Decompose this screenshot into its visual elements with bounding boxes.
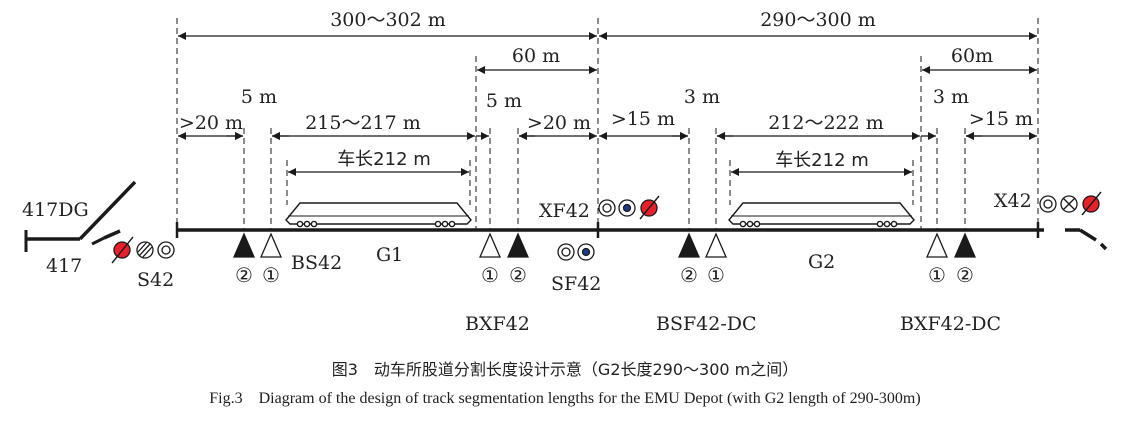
num-bxf42dc-2: ② xyxy=(956,263,974,287)
device-bs42-1-open-triangle xyxy=(260,232,282,258)
num-bxf42-1: ① xyxy=(481,263,499,287)
label-x42: X42 xyxy=(994,190,1032,212)
num-bsf42dc-1: ① xyxy=(707,263,725,287)
signal-s42 xyxy=(111,236,175,264)
label-bxf42: BXF42 xyxy=(465,313,530,335)
label-417dg: 417DG xyxy=(22,199,89,221)
device-bxf42-1-open-triangle xyxy=(479,232,501,258)
device-bxf42-2-filled-triangle xyxy=(507,232,529,258)
train-g1-body xyxy=(285,202,472,225)
main-track xyxy=(24,180,1108,252)
dim-g2-60m: 60m xyxy=(951,45,993,67)
signal-x42 xyxy=(1039,191,1102,216)
label-sf42: SF42 xyxy=(551,273,601,295)
switch-417-curve xyxy=(103,229,121,240)
train-g2 xyxy=(728,202,915,228)
label-417: 417 xyxy=(46,255,82,277)
dimension-labels: 300～302 m 290～300 m 60 m 60m 5 m 5 m 3 m… xyxy=(179,9,1033,171)
label-bxf42-dc: BXF42-DC xyxy=(900,313,1001,335)
dim-g1-gt20-right: >20 m xyxy=(527,112,591,134)
dim-g1-60m: 60 m xyxy=(512,45,560,67)
num-bs42-1: ① xyxy=(262,263,280,287)
label-xf42: XF42 xyxy=(539,200,590,222)
dim-g1-length: 215～217 m xyxy=(305,112,421,134)
label-bs42: BS42 xyxy=(291,252,342,274)
switch-417-stub xyxy=(91,236,105,246)
device-bsf42dc-1-open-triangle xyxy=(705,232,727,258)
dim-g2-gt15: >15 m xyxy=(611,108,675,130)
dim-g1-5m-left: 5 m xyxy=(241,86,277,108)
dim-g2-train: 车长212 m xyxy=(775,150,869,171)
switch-417dg-diverge xyxy=(78,180,137,241)
dim-g2-gt15-right: >15 m xyxy=(969,108,1033,130)
num-bsf42dc-2: ② xyxy=(680,263,698,287)
figure-caption-en: Fig.3 Diagram of the design of track seg… xyxy=(209,390,921,407)
label-g1: G1 xyxy=(376,244,403,266)
devices xyxy=(233,232,976,258)
dim-g1-5m-right: 5 m xyxy=(486,90,522,112)
device-bxf42dc-2-filled-triangle xyxy=(954,232,976,258)
dimension-arrows xyxy=(178,32,1037,176)
train-g2-body xyxy=(728,202,915,225)
dim-top-right: 290～300 m xyxy=(760,9,876,31)
num-bxf42dc-1: ① xyxy=(928,263,946,287)
dim-g2-length: 212～222 m xyxy=(768,112,884,134)
dim-g2-3m-right: 3 m xyxy=(933,86,969,108)
device-bsf42dc-2-filled-triangle xyxy=(678,232,700,258)
dim-g1-train: 车长212 m xyxy=(337,149,431,170)
device-numbers: ② ① ① ② ② ① ① ② xyxy=(235,263,974,287)
track-segmentation-diagram: 300～302 m 290～300 m 60 m 60m 5 m 5 m 3 m… xyxy=(22,9,1108,335)
num-s42-2: ② xyxy=(235,263,253,287)
dim-top-left: 300～302 m xyxy=(330,9,446,31)
label-s42: S42 xyxy=(137,269,174,291)
dim-g2-3m-left: 3 m xyxy=(684,86,720,108)
reference-lines xyxy=(176,18,1039,230)
label-g2: G2 xyxy=(808,251,835,273)
device-s42-2-filled-triangle xyxy=(233,232,255,258)
figure-caption-cn: 图3 动车所股道分割长度设计示意（G2长度290～300 m之间） xyxy=(331,360,799,379)
signal-sf42 xyxy=(557,243,595,261)
label-bsf42-dc: BSF42-DC xyxy=(656,313,757,335)
signal-xf42 xyxy=(598,195,660,220)
dim-g1-gt20: >20 m xyxy=(179,112,243,134)
component-labels: 417DG 417 S42 BS42 G1 XF42 SF42 BXF42 BS… xyxy=(22,190,1032,335)
num-bxf42-2: ② xyxy=(509,263,527,287)
device-bxf42dc-1-open-triangle xyxy=(926,232,948,258)
train-g1 xyxy=(285,202,472,228)
